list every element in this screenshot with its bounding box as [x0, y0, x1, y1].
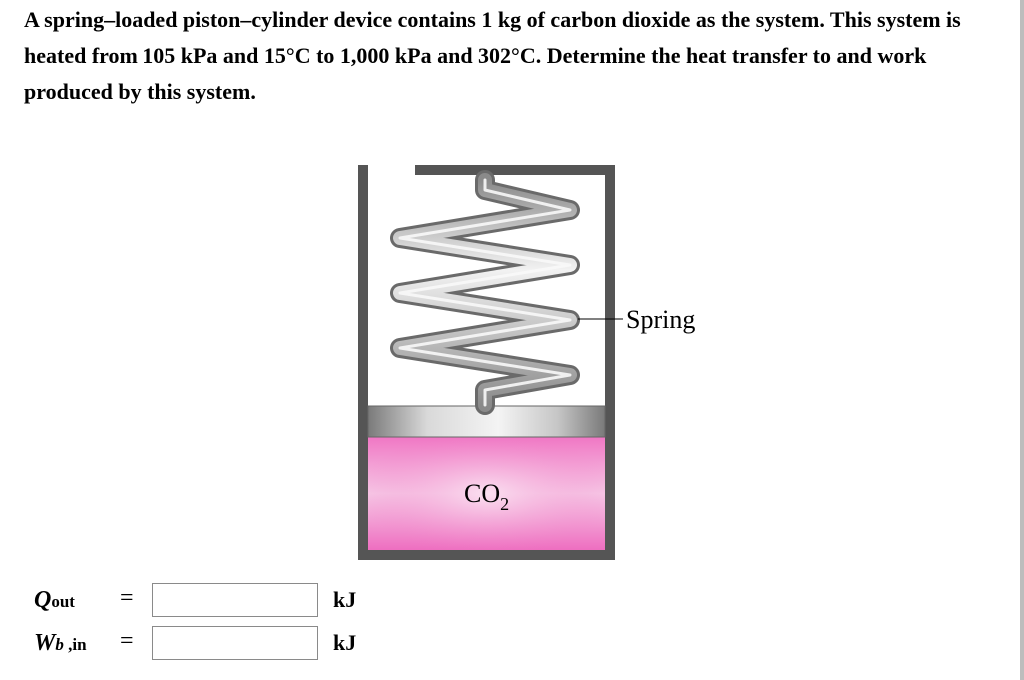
w-unit: kJ: [333, 630, 357, 655]
spring: [390, 170, 580, 415]
q-out-input[interactable]: [152, 583, 318, 617]
answer-row-q: Qout = kJ: [0, 583, 420, 623]
q-symbol: Qout: [34, 587, 75, 613]
q-unit: kJ: [333, 587, 357, 612]
problem-statement: A spring–loaded piston–cylinder device c…: [24, 7, 961, 104]
w-equals: =: [120, 628, 134, 654]
cylinder-right-wall: [605, 175, 615, 560]
spring-label: Spring: [626, 305, 695, 334]
w-symbol: Wb ,in: [34, 630, 87, 656]
piston-cylinder-diagram: Spring CO2: [358, 165, 695, 560]
piston-cylinder-figure: Spring CO2: [340, 150, 740, 570]
w-b-in-input[interactable]: [152, 626, 318, 660]
cylinder-bottom: [358, 550, 615, 560]
cylinder-top-cap: [415, 165, 615, 175]
gas-label: CO2: [464, 479, 509, 514]
q-equals: =: [120, 585, 134, 611]
cylinder-left-wall: [358, 165, 368, 560]
answer-row-w: Wb ,in = kJ: [0, 626, 420, 666]
scrollbar-edge: [1020, 0, 1024, 680]
